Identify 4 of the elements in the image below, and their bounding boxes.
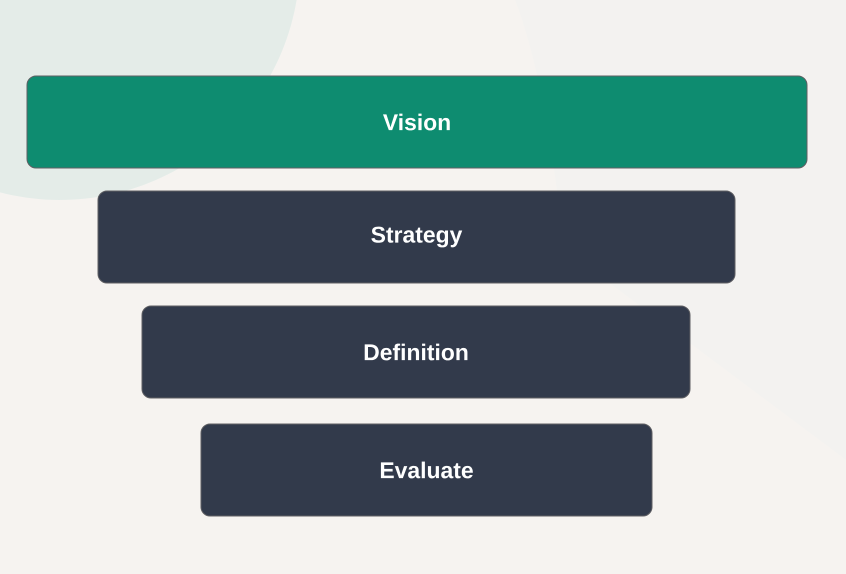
process-box: Evaluate xyxy=(200,424,652,516)
process-box: Strategy xyxy=(98,190,736,284)
process-box: Vision xyxy=(26,76,808,168)
process-box: Definition xyxy=(142,306,690,398)
